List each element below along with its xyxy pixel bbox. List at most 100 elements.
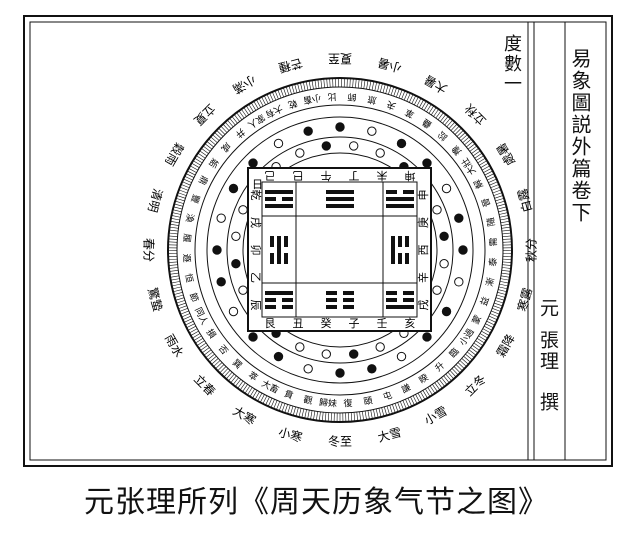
degree-tick: [475, 340, 484, 346]
degree-tick: [388, 85, 392, 95]
degree-tick: [227, 119, 234, 128]
degree-tick: [219, 366, 227, 374]
degree-tick: [208, 138, 216, 146]
degree-tick: [485, 323, 494, 329]
degree-tick: [280, 88, 284, 98]
trigram-line-yang: [391, 236, 395, 264]
degree-tick: [178, 189, 188, 194]
hexagram-label: 豐: [188, 193, 201, 205]
solar-term-label: 大暑: [422, 72, 450, 96]
square-label: 未: [377, 169, 388, 182]
solar-term-label: 大寒: [230, 403, 258, 428]
degree-tick: [194, 157, 203, 164]
degree-tick: [201, 347, 210, 354]
degree-tick: [428, 105, 435, 114]
degree-tick: [453, 366, 461, 374]
author-dynasty: 元: [537, 298, 559, 317]
solar-term-label: 立冬: [461, 371, 489, 399]
degree-tick: [384, 406, 388, 416]
degree-tick: [297, 83, 301, 93]
yang-dot: [216, 277, 226, 287]
square-label: 亥: [405, 316, 416, 330]
square-label: 丁: [349, 169, 360, 182]
degree-tick: [502, 258, 512, 260]
yin-dot: [349, 141, 359, 151]
yang-dot: [321, 141, 331, 151]
square-label: 壬: [377, 317, 388, 330]
trigram-line-yin: [326, 305, 337, 309]
degree-tick: [200, 344, 208, 351]
hexagram-label: 小過: [457, 327, 476, 348]
degree-tick: [500, 275, 510, 278]
degree-tick: [430, 107, 437, 116]
ring: [194, 104, 486, 396]
degree-tick: [403, 91, 408, 101]
hexagram-label: 訟: [435, 128, 450, 143]
ring: [226, 136, 454, 364]
degree-tick: [385, 84, 389, 94]
yin-dot: [375, 148, 385, 158]
degree-tick: [442, 116, 449, 124]
degree-tick: [252, 390, 258, 399]
degree-tick: [284, 404, 288, 413]
degree-tick: [460, 134, 468, 141]
degree-tick: [172, 286, 182, 290]
degree-tick: [491, 186, 501, 191]
degree-tick: [417, 392, 423, 402]
degree-tick: [180, 310, 189, 315]
degree-tick: [170, 275, 180, 278]
solar-term-label: 白露: [514, 187, 535, 214]
trigram-line-yin: [326, 291, 337, 295]
degree-tick: [215, 362, 223, 369]
degree-tick: [425, 388, 431, 397]
degree-tick: [461, 358, 469, 365]
degree-tick: [375, 408, 379, 418]
trigrams: [265, 190, 414, 309]
degree-tick: [440, 114, 447, 122]
degree-tick: [317, 79, 320, 89]
degree-ticks: [168, 78, 512, 422]
trigram-line-yang: [386, 204, 414, 208]
ring: [206, 116, 474, 384]
degree-tick: [495, 297, 505, 301]
degree-tick: [422, 390, 428, 399]
square-label: 乾: [249, 190, 262, 201]
degree-tick: [411, 95, 417, 104]
solar-term-label: 小雪: [422, 404, 450, 428]
degree-tick: [202, 145, 211, 152]
degree-tick: [207, 353, 215, 361]
hexagram-label: 節: [187, 291, 201, 303]
degree-tick: [307, 410, 310, 419]
degree-tick: [438, 379, 445, 387]
yang-dot: [273, 351, 284, 362]
degree-tick: [499, 212, 508, 215]
hexagram-label: 恒: [182, 272, 195, 283]
degree-tick: [392, 404, 396, 413]
yang-dot: [458, 245, 468, 255]
degree-tick: [210, 136, 218, 143]
square-label: 戌: [249, 217, 262, 228]
degree-tick: [291, 84, 295, 94]
square-label: 巳: [293, 169, 304, 182]
degree-tick: [398, 89, 403, 99]
degree-tick: [500, 220, 510, 224]
degree-tick: [466, 141, 474, 148]
hexagram-label: 晉: [480, 196, 493, 208]
degree-tick: [170, 218, 180, 221]
hexagram-label: 革: [403, 106, 416, 121]
square-label: 戌: [417, 300, 430, 311]
hexagram-label: 臨: [447, 345, 462, 360]
degree-tick: [192, 333, 201, 339]
degree-tick: [184, 175, 193, 181]
degree-tick: [467, 351, 475, 358]
degree-tick: [172, 209, 182, 213]
degree-tick: [323, 78, 325, 88]
degree-tick: [437, 112, 444, 120]
degree-tick: [471, 148, 479, 154]
degree-tick: [187, 170, 196, 176]
degree-tick: [481, 330, 490, 336]
degree-tick: [190, 330, 199, 336]
degree-tick: [186, 323, 195, 329]
author-verb: 撰: [537, 392, 559, 411]
degree-tick: [225, 372, 233, 380]
